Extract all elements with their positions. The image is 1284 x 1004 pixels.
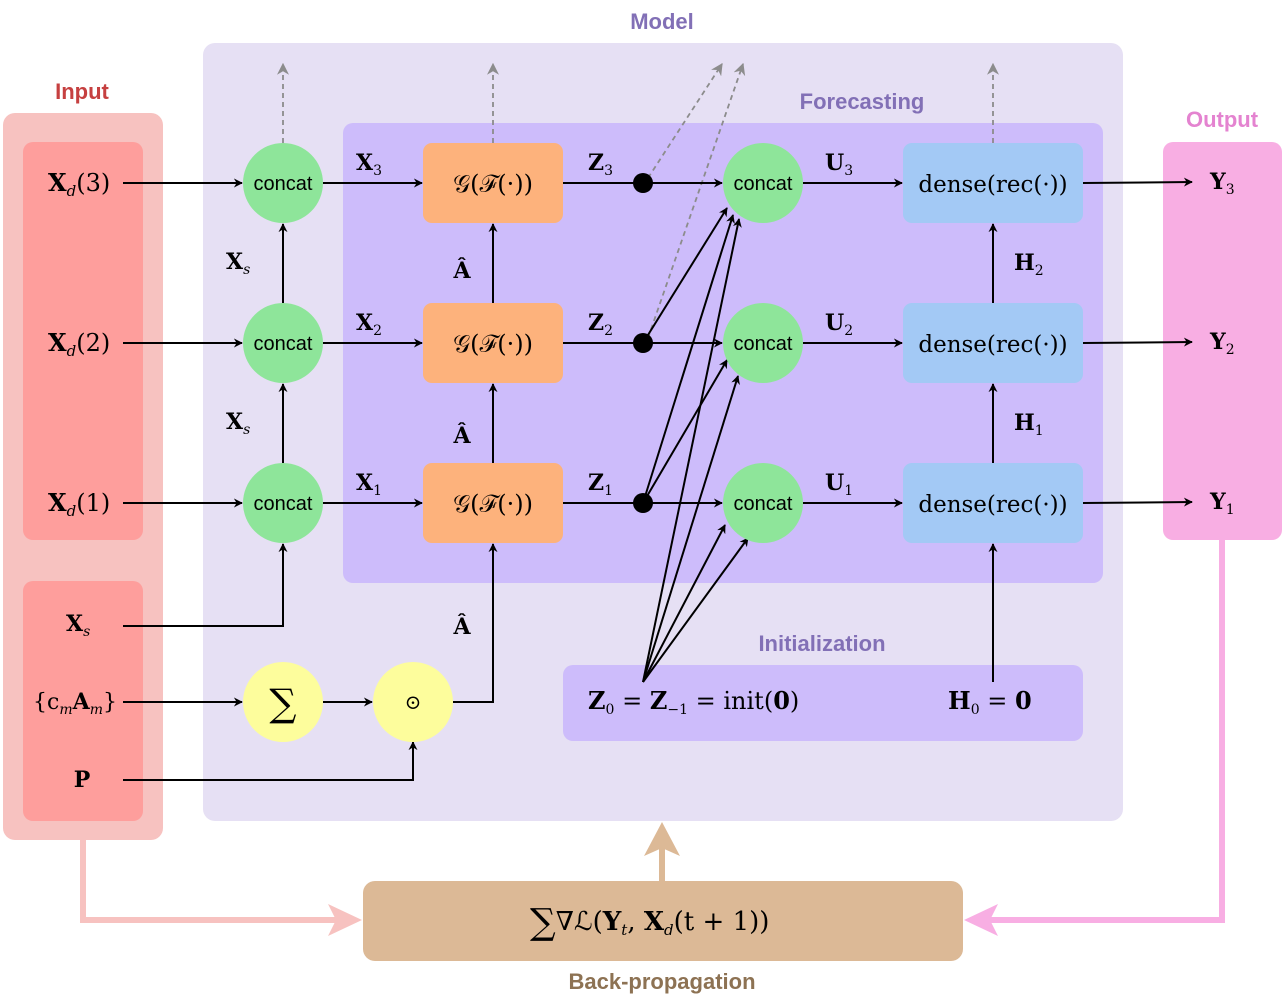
label-xs-upper: Xs [226, 249, 250, 278]
concat-node-1 [243, 463, 323, 543]
z2-junction [633, 333, 653, 353]
backprop-title: Back-propagation [568, 969, 755, 994]
label-u3: U3 [825, 150, 853, 179]
dense-node-1 [903, 463, 1083, 543]
label-ahat-lower: Â [452, 613, 471, 640]
odot-node [373, 662, 453, 742]
input-p: P [74, 767, 91, 793]
input-title: Input [55, 79, 109, 104]
label-x3: X3 [356, 150, 382, 179]
gf-label: 𝒢(ℱ(·)) [453, 170, 533, 198]
dense-node-3 [903, 143, 1083, 223]
input-xd1: Xd(1) [48, 488, 110, 520]
label-x2: X2 [356, 310, 382, 339]
input-static-box [23, 581, 143, 821]
gf-label: 𝒢(ℱ(·)) [453, 330, 533, 358]
concat-label: concat [254, 333, 313, 355]
connections [123, 177, 1193, 781]
initialization-box [563, 665, 1083, 741]
model-title: Model [630, 9, 694, 34]
label-z2: Z2 [588, 310, 613, 339]
sum-node [243, 662, 323, 742]
input-xd3: Xd(3) [48, 168, 110, 200]
gf-node-3 [423, 143, 563, 223]
concat-node-u2 [723, 303, 803, 383]
output-box [1163, 142, 1282, 540]
label-h1: H1 [1014, 410, 1044, 439]
label-xs-lower: Xs [226, 409, 250, 438]
init-z-equation: Z0 = Z−1 = init(0) [588, 686, 799, 718]
concat-node-3 [243, 143, 323, 223]
output-y2: Y2 [1209, 329, 1235, 358]
concat-node-2 [243, 303, 323, 383]
label-u2: U2 [825, 310, 853, 339]
dense-label: dense(rec(·)) [918, 172, 1067, 198]
input-xd2: Xd(2) [48, 328, 110, 360]
odot-symbol: ⊙ [405, 690, 422, 714]
z3-junction [633, 173, 653, 193]
forecasting-title: Forecasting [800, 89, 925, 114]
label-z1: Z1 [588, 470, 613, 499]
output-y3: Y3 [1209, 169, 1235, 198]
z1-junction [633, 493, 653, 513]
gf-node-2 [423, 303, 563, 383]
concat-node-u3 [723, 143, 803, 223]
loss-equation: ∑∇ℒ(Yt, Xd(t + 1)) [530, 902, 769, 943]
concat-label: concat [254, 173, 313, 195]
label-ahat-middle: Â [452, 422, 471, 449]
backprop-arrows [80, 540, 1225, 936]
concat-label: concat [734, 333, 793, 355]
init-h-equation: H0 = 0 [948, 686, 1032, 718]
gf-label: 𝒢(ℱ(·)) [453, 490, 533, 518]
gf-node-1 [423, 463, 563, 543]
label-z3: Z3 [588, 150, 613, 179]
input-cA: {cmAm} [33, 689, 117, 718]
output-title: Output [1186, 107, 1259, 132]
concat-label: concat [734, 173, 793, 195]
dense-label: dense(rec(·)) [918, 492, 1067, 518]
output-y1: Y1 [1209, 489, 1235, 518]
dashed-output-arrows [277, 62, 999, 339]
loss-box [363, 881, 963, 961]
label-h2: H2 [1014, 250, 1044, 279]
dense-label: dense(rec(·)) [918, 332, 1067, 358]
concat-label: concat [254, 493, 313, 515]
label-u1: U1 [825, 470, 853, 499]
input-xs: Xs [66, 611, 90, 640]
label-x1: X1 [356, 470, 382, 499]
concat-label: concat [734, 493, 793, 515]
label-ahat-upper: Â [452, 257, 471, 284]
initialization-title: Initialization [758, 631, 885, 656]
concat-node-u1 [723, 463, 803, 543]
dense-node-2 [903, 303, 1083, 383]
sum-symbol: ∑ [269, 681, 296, 725]
input-data-box [23, 142, 143, 540]
